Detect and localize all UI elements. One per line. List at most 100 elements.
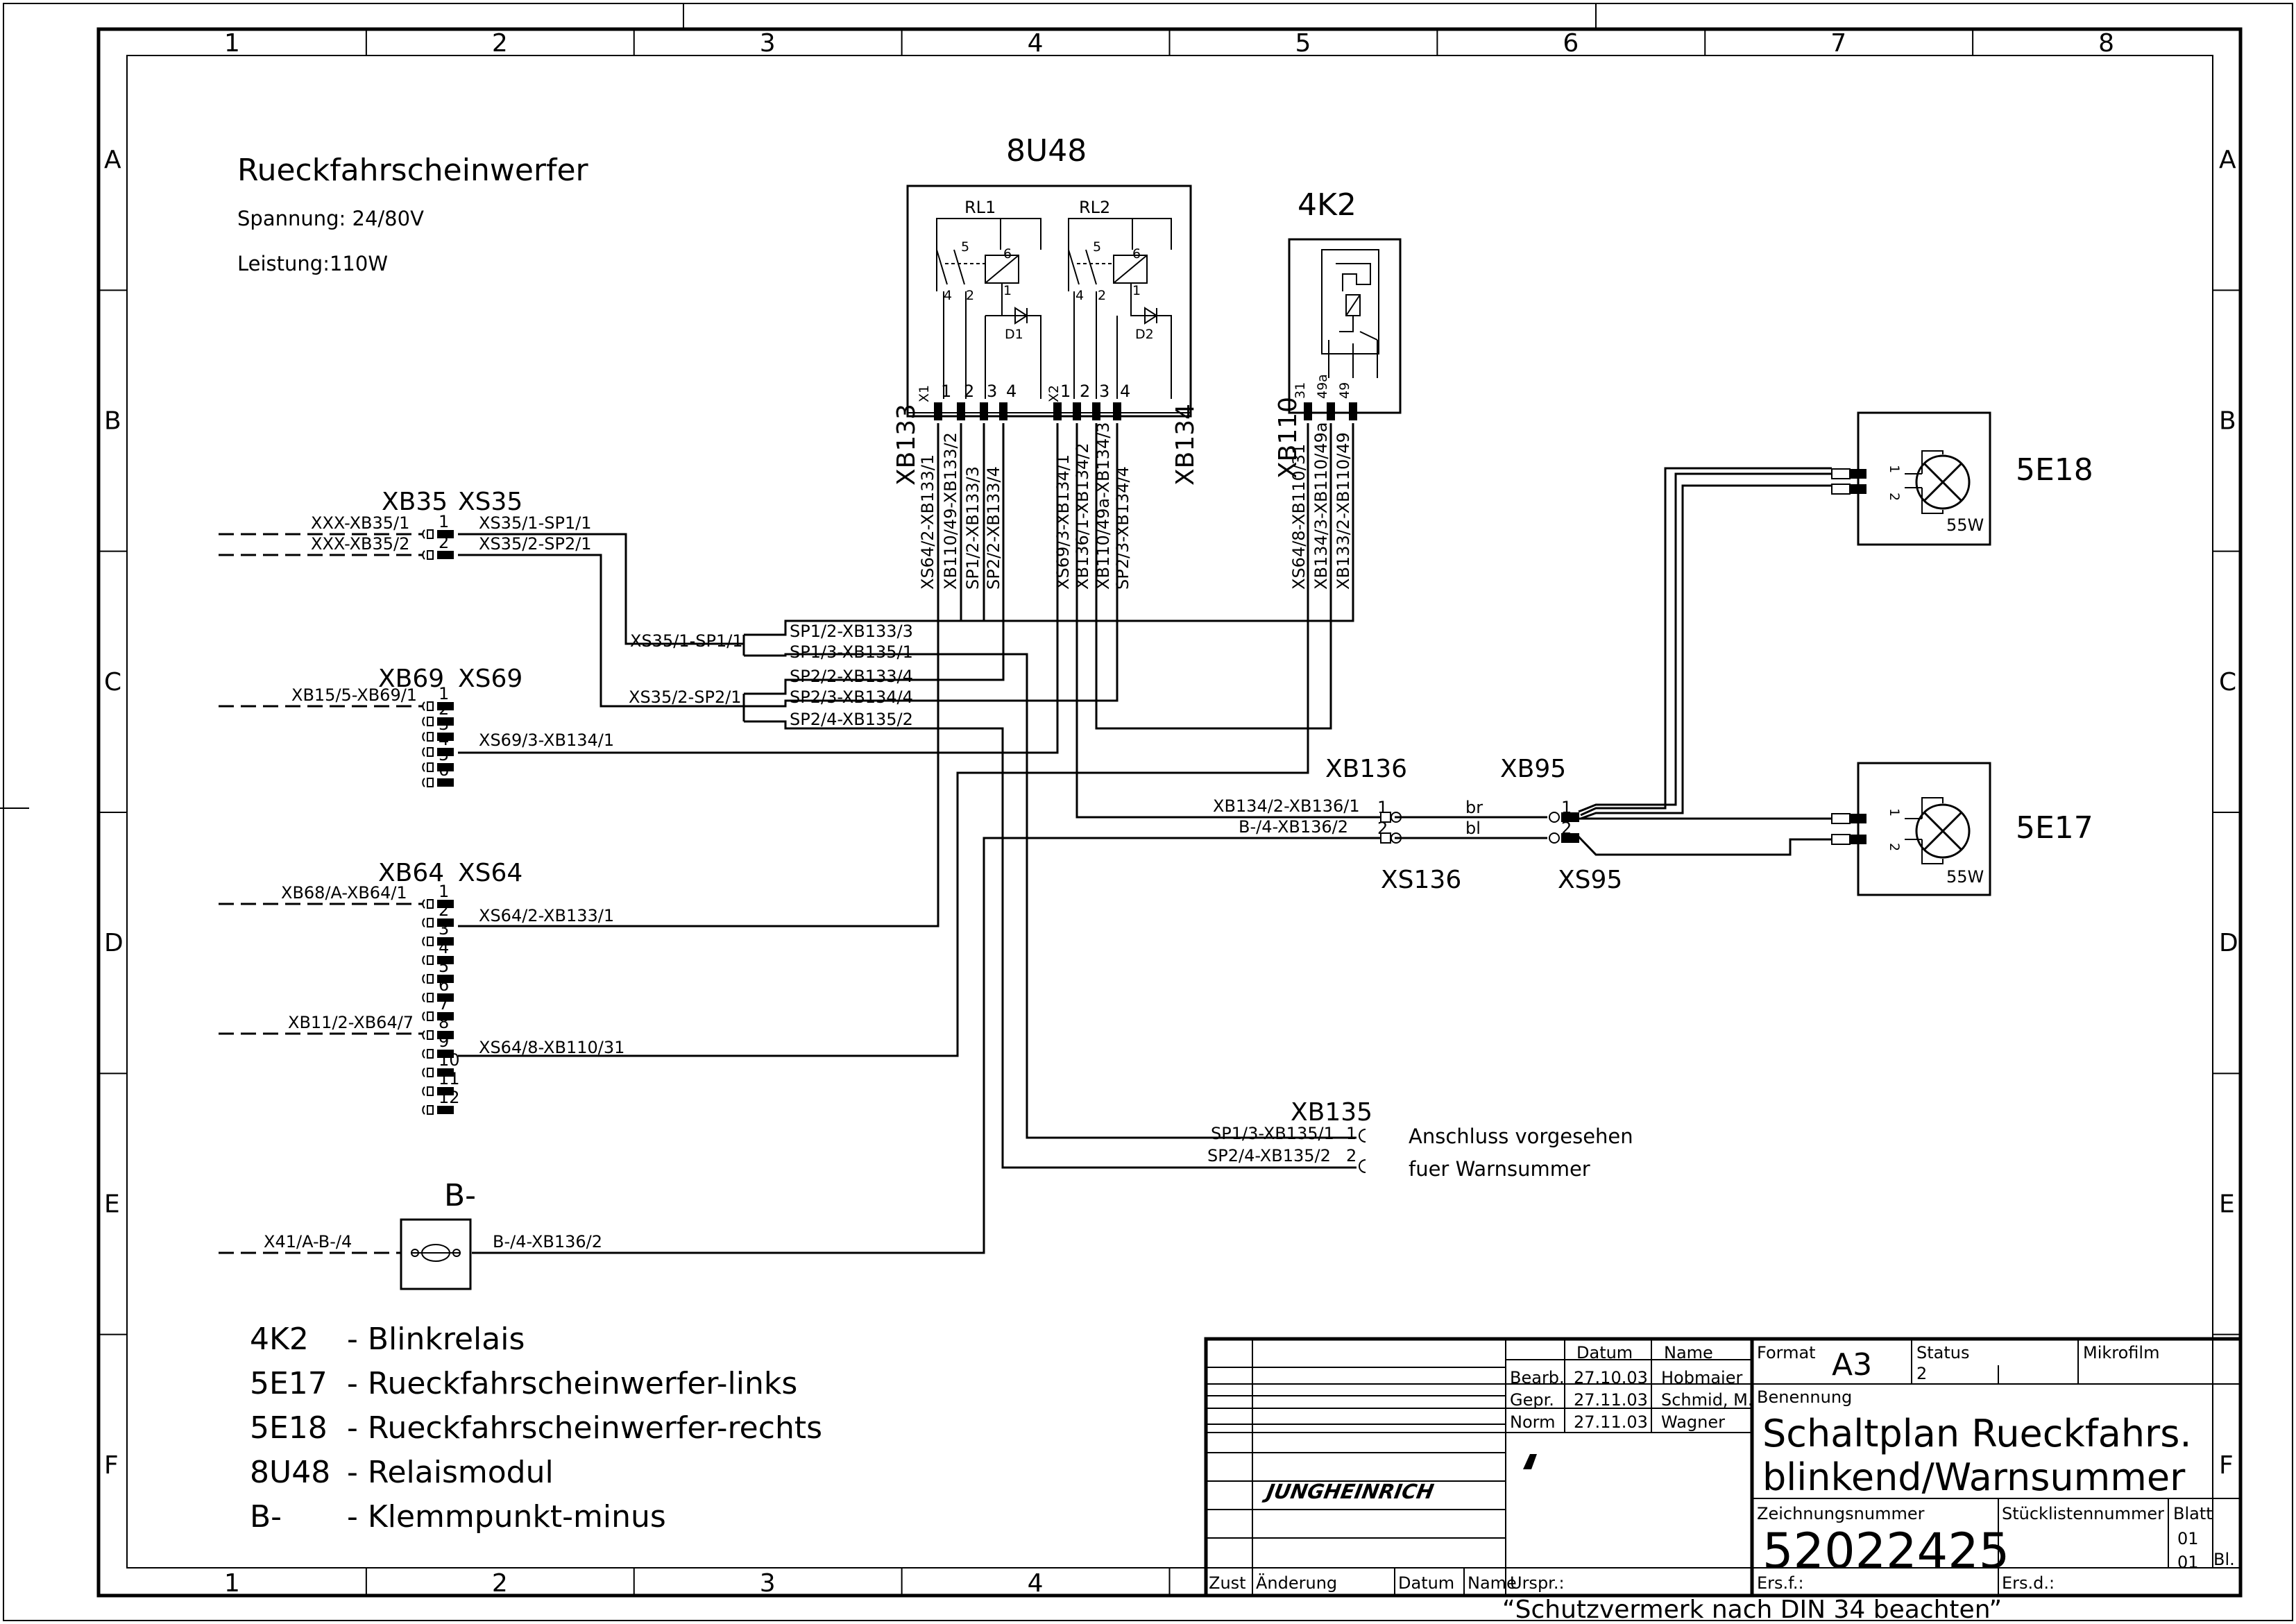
connector-pin [437,1012,454,1020]
legend-description: - Blinkrelais [347,1322,525,1357]
tb-bottom-label: Ers.f.: [1757,1573,1804,1593]
relay-rl1-symbol [936,218,1041,343]
title-block-name: Schmid, M. [1661,1390,1753,1410]
wire-label: XB110/49-XB133/2 [941,432,960,590]
column-label: 3 [760,1569,776,1598]
pin-number: 2 [439,900,449,920]
connector-pin [1113,402,1121,420]
connector-pin [1327,402,1335,420]
row-label: B [104,407,121,436]
xb136-pins [1380,812,1402,844]
flasher-pin-label: 31 [1293,382,1308,399]
legend-description: - Rueckfahrscheinwerfer-links [347,1366,797,1401]
connector-pin [1304,402,1312,420]
pin-number: 1 [1060,382,1071,401]
title-block-grid [1206,1367,1752,1539]
wire-label: XXX-XB35/1 [311,513,409,533]
connector-pin [437,1031,454,1039]
pin-socket [422,762,425,772]
pin-number: 2 [1346,1146,1357,1165]
wire-color-label: bl [1465,819,1481,838]
column-label: 1 [224,1569,240,1598]
connector-pin [437,530,454,538]
connector-pin [437,702,454,710]
row-label: A [2219,146,2236,174]
wire-label: SP2/4-XB135/2 [1207,1146,1331,1165]
connector-xs35-label: XS35 [458,488,522,516]
diode-d2-label: D2 [1135,327,1154,342]
lamp-power: 55W [1946,515,1984,535]
flasher-name: 4K2 [1298,187,1357,223]
connector-pin [999,402,1007,420]
pin-socket [422,747,425,757]
legend-code: 8U48 [250,1455,330,1490]
lamp-pin: 2 [1887,493,1902,501]
warning-buzzer-note: Anschluss vorgesehen [1409,1125,1633,1148]
lamp-pin: 2 [1887,843,1902,851]
connector-xs95-label: XS95 [1558,866,1622,894]
pin-number: 11 [439,1069,460,1088]
pin-socket [422,1105,425,1115]
wire-label: SP1/2-XB133/3 [963,466,983,590]
lamp-pin: 1 [1887,465,1902,473]
tb-bottom-label: Urspr.: [1510,1573,1565,1593]
title-block-date: 27.10.03 [1574,1368,1648,1387]
contact-number: 1 [1132,283,1141,298]
pin-number: 4 [439,730,449,749]
status-label: Status [1916,1343,1969,1362]
pin-number: 1 [1346,1124,1357,1143]
connector-pin [437,1068,454,1077]
mikrofilm-label: Mikrofilm [2083,1343,2159,1362]
title-block-role: Gepr. [1510,1390,1554,1410]
pin-socket [422,717,425,726]
terminal-bminus: B- [400,1178,476,1290]
pin-number: 10 [439,1050,460,1070]
pin-number: 1 [439,512,449,531]
lamp-power: 55W [1946,867,1984,887]
status-value: 2 [1916,1364,1927,1383]
wire-label: XS69/3-XB134/1 [479,730,614,750]
wire-label: SP1/3-XB135/1 [790,642,913,662]
row-label: D [2219,929,2238,957]
company-logo: JUNGHEINRICH [1261,1454,1537,1503]
column-label: 4 [1028,1569,1044,1598]
connector-xb134-label: XB134 [1171,404,1200,486]
relay-module-8u48: 8U48 RL1 RL2 D1 [906,133,1192,418]
contact-number: 2 [1098,288,1106,303]
wire-label: XB134/2-XB136/1 [1213,796,1360,816]
connector-xb69-label: XB69 [378,665,444,693]
diode-d1-label: D1 [1005,327,1023,342]
pin-socket [422,732,425,742]
title-block-name: Wagner [1661,1412,1725,1432]
connector-pin [437,1106,454,1114]
flasher-pin-label: 49 [1337,382,1352,399]
legend-code: 5E17 [250,1366,328,1401]
connector-pin [437,763,454,771]
pin-number: 1 [1377,798,1388,817]
connector-xb136-label: XB136 [1325,755,1407,783]
pin-socket [422,974,425,984]
wire-label: SP2/4-XB135/2 [790,710,913,729]
wire-color-label: br [1465,798,1483,817]
connector-xs69-label: XS69 [458,665,522,693]
title-block-role: Norm [1510,1412,1555,1432]
wire-label: SP2/2-XB133/4 [984,466,1003,590]
connector-pin [437,900,454,908]
wire-label: XS35/1-SP1/1 [630,631,743,651]
column-label: 7 [1830,29,1846,58]
wire-label: XXX-XB35/2 [311,534,409,554]
drawing-frame [0,3,2293,1621]
connector-pin [934,402,942,420]
column-label: 6 [1563,29,1579,58]
legend-code: B- [250,1499,282,1535]
pin-number: 2 [439,699,449,719]
wires [458,423,1832,1254]
